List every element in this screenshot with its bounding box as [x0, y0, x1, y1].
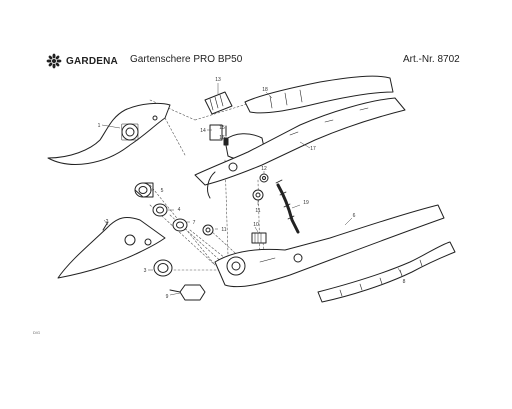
callout-label: 8 — [403, 279, 406, 285]
callout-label: 14 — [200, 128, 206, 134]
callout-label: 4 — [178, 207, 181, 213]
callout-label: 11 — [221, 227, 226, 233]
spring-washer-drawing — [152, 203, 168, 217]
latch-parts-drawing — [209, 124, 229, 146]
thumb-slide-drawing — [204, 91, 233, 115]
lower-blade-drawing — [57, 217, 166, 279]
product-name: Gartenschere PRO BP50 — [130, 54, 243, 65]
ring-washer-drawing — [172, 218, 188, 232]
pivot-bolt-drawing — [169, 284, 206, 301]
callout-label: 3 — [144, 268, 147, 274]
callout-label: 13 — [215, 77, 221, 83]
callout-label: 10 — [253, 222, 259, 228]
footer-mark: D/G — [33, 330, 41, 335]
brand: GARDENA — [46, 53, 118, 69]
upper-handle-drawing — [194, 97, 406, 199]
callout-label: 16 — [219, 135, 225, 141]
lower-nut-drawing — [153, 259, 173, 277]
header: GARDENA Gartenschere PRO BP50 Art.-Nr. 8… — [0, 0, 512, 80]
callout-label: 1 — [98, 123, 101, 129]
callout-label: 5 — [161, 188, 164, 194]
callout-label: 17 — [310, 146, 316, 152]
lower-handle-drawing — [214, 204, 445, 288]
cap-screw-drawing — [259, 173, 269, 183]
callout-label: 7 — [193, 220, 196, 226]
upper-handle-grip-drawing — [244, 75, 394, 114]
upper-blade-drawing — [47, 102, 171, 165]
gardena-flower-logo-icon — [46, 53, 62, 69]
washer-drawing — [202, 189, 264, 236]
callout-label: 2 — [106, 219, 109, 225]
adjusting-nut-drawing — [251, 232, 267, 244]
callout-labels: 13 18 1 14 15 16 17 12 11 19 10 5 4 7 11… — [98, 77, 406, 300]
callout-label: 12 — [261, 166, 267, 172]
callout-label: 6 — [353, 213, 356, 219]
callout-label: 15 — [219, 125, 225, 131]
return-spring-drawing — [275, 179, 300, 234]
callout-label: 9 — [166, 294, 169, 300]
lower-handle-grip-drawing — [317, 241, 456, 303]
article-number: Art.-Nr. 8702 — [403, 54, 460, 65]
bushing-drawing — [134, 182, 154, 198]
brand-name: GARDENA — [66, 55, 118, 67]
callout-label: 19 — [303, 200, 309, 206]
callout-label: 11 — [255, 208, 260, 214]
callout-label: 18 — [262, 87, 268, 93]
